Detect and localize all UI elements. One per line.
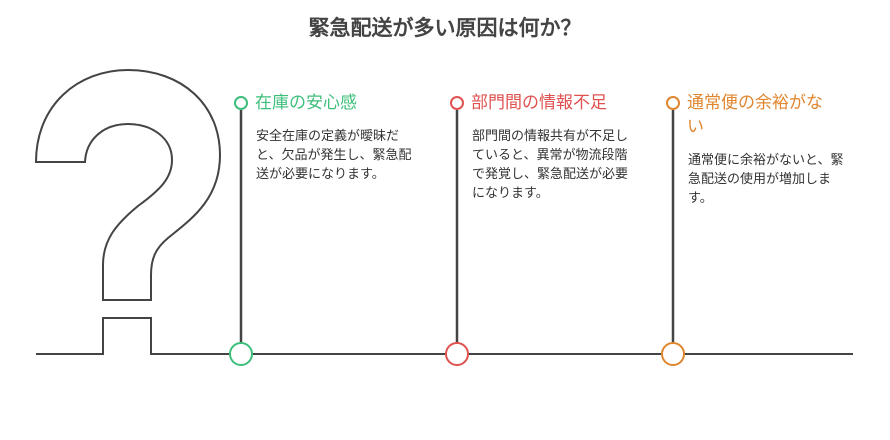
item-heading-3: 通常便の余裕がない [687,93,823,137]
marker-circle-3 [666,96,680,110]
question-mark-icon [34,68,222,301]
node-circle-1 [229,342,253,366]
marker-circle-2 [450,96,464,110]
item-text-3: 通常便に余裕がないと、緊急配送の使用が増加します。 [688,153,844,206]
diagram-title: 緊急配送が多い原因は何か？ [308,16,582,40]
item-heading-1: 在庫の安心感 [255,93,357,113]
marker-circle-1 [234,96,248,110]
node-circle-3 [661,342,685,366]
item-text-2: 部門間の情報共有が不足していると、異常が物流段階で発覚し、緊急配送が必要になりま… [472,129,629,201]
timeline-baseline [36,317,853,355]
item-heading-2: 部門間の情報不足 [471,93,607,113]
item-text-1: 安全在庫の定義が曖昧だと、欠品が発生し、緊急配送が必要になります。 [256,129,412,182]
node-circle-2 [445,342,469,366]
